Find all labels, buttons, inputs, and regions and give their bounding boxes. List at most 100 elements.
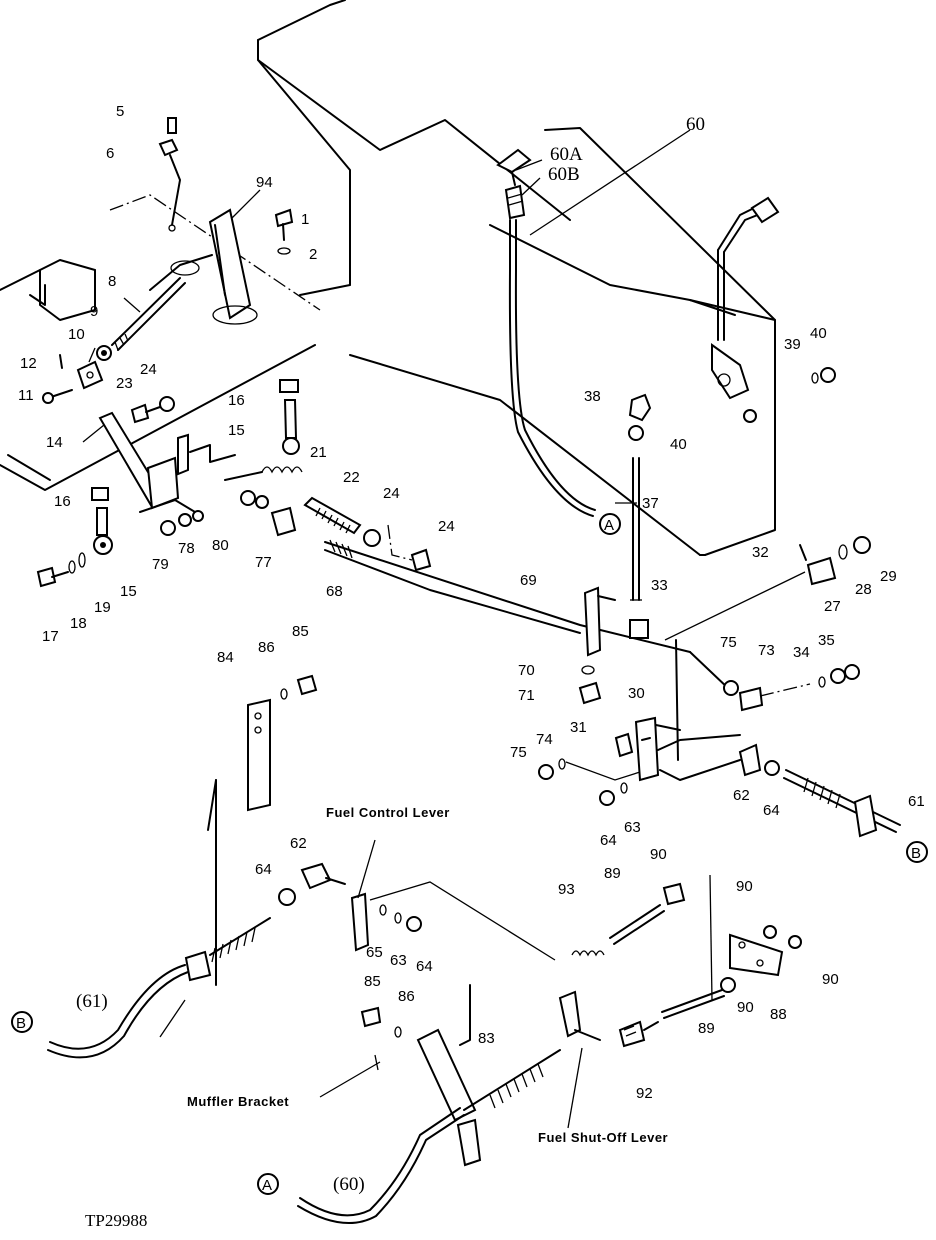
parts-9-10-11-12 [42, 345, 112, 404]
callout-11: 11 [18, 387, 34, 404]
callout-22: 22 [343, 469, 360, 486]
spring-21 [224, 466, 303, 481]
connector-a-lower: A [257, 1173, 279, 1195]
fuel-shutoff-lever [558, 990, 601, 1041]
bracket-dash [387, 524, 413, 561]
callout-60-paren: (60) [333, 1174, 365, 1195]
callout-90b: 90 [736, 878, 753, 895]
callout-30: 30 [628, 685, 645, 702]
callout-24b: 24 [383, 485, 400, 502]
callout-29: 29 [880, 568, 897, 585]
plate-88 [720, 925, 802, 993]
elbow-38 [628, 367, 836, 441]
nut-24-c [410, 548, 432, 572]
callout-77: 77 [255, 554, 272, 571]
callout-73: 73 [758, 642, 775, 659]
rod-68 [324, 539, 731, 691]
connector-a-lower-label: A [262, 1177, 272, 1194]
callout-15a: 15 [228, 422, 245, 439]
callout-65: 65 [366, 944, 383, 961]
bolt-23-nut-24 [130, 396, 175, 424]
callout-8: 8 [108, 273, 116, 290]
rod-37 [629, 457, 649, 639]
callout-18: 18 [70, 615, 87, 632]
callout-75b: 75 [510, 744, 527, 761]
callout-74: 74 [536, 731, 553, 748]
parts-63-74 [538, 758, 641, 806]
callout-89a: 89 [604, 865, 621, 882]
callout-28: 28 [855, 581, 872, 598]
label-fuel-control-lever: Fuel Control Lever [326, 805, 450, 820]
parts-77-80 [160, 490, 297, 537]
cable-60-lower [297, 1049, 561, 1225]
callout-37: 37 [642, 495, 659, 512]
callout-64d: 64 [416, 958, 433, 975]
connector-b-right-label: B [911, 845, 921, 862]
leader-lines [82, 129, 691, 1129]
callout-71: 71 [518, 687, 535, 704]
callout-5: 5 [116, 103, 124, 120]
bolt-1-washer-2 [274, 208, 294, 255]
callout-78: 78 [178, 540, 195, 557]
callout-1: 1 [301, 211, 309, 228]
callout-89b: 89 [698, 1020, 715, 1037]
connector-b-right: B [906, 841, 928, 863]
callout-93: 93 [558, 881, 575, 898]
callout-92: 92 [636, 1085, 653, 1102]
callout-33: 33 [651, 577, 668, 594]
callout-61: 61 [908, 793, 925, 810]
pedal-94 [149, 208, 258, 325]
label-fuel-shutoff-lever: Fuel Shut-Off Lever [538, 1130, 668, 1145]
callout-16a: 16 [228, 392, 245, 409]
shift-lever [711, 196, 780, 423]
callout-19: 19 [94, 599, 111, 616]
text-labels: Fuel Control Lever Muffler Bracket Fuel … [187, 805, 668, 1145]
callout-15b: 15 [120, 583, 137, 600]
connector-a-upper-label: A [604, 517, 614, 534]
callout-64c: 64 [255, 861, 272, 878]
callout-90c: 90 [822, 971, 839, 988]
callout-79: 79 [152, 556, 169, 573]
callouts: 5 6 94 1 2 8 9 10 12 11 23 24 14 16 15 2… [18, 103, 925, 1195]
callout-38: 38 [584, 388, 601, 405]
parts-27-29 [664, 536, 871, 641]
figure-id: TP29988 [85, 1211, 147, 1230]
callout-64a: 64 [763, 802, 780, 819]
connector-a-upper: A [599, 513, 621, 535]
callout-35: 35 [818, 632, 835, 649]
fuel-control-lever [278, 862, 556, 961]
rod-22 [303, 496, 362, 535]
parts-73-75 [659, 664, 860, 781]
callout-62a: 62 [733, 787, 750, 804]
callout-90a: 90 [650, 846, 667, 863]
callout-34: 34 [793, 644, 810, 661]
bracket-83 [360, 984, 482, 1167]
callout-83: 83 [478, 1030, 495, 1047]
callout-40b: 40 [670, 436, 687, 453]
callout-60: 60 [686, 114, 705, 135]
callout-16b: 16 [54, 493, 71, 510]
bracket-84 [207, 674, 318, 986]
machine-body [257, 0, 776, 556]
callout-60A: 60A [550, 144, 583, 165]
rod-89-spring-92 [618, 989, 725, 1048]
bolt-17-18-19 [36, 552, 86, 588]
callout-85b: 85 [364, 973, 381, 990]
callout-75a: 75 [720, 634, 737, 651]
callout-63b: 63 [390, 952, 407, 969]
cable-60-handle [496, 148, 596, 517]
bracket-30 [614, 639, 741, 782]
callout-40a: 40 [810, 325, 827, 342]
callout-9: 9 [90, 303, 98, 320]
rod-8 [111, 277, 186, 351]
nut-24-b [363, 529, 381, 547]
connector-b-left: B [11, 1011, 33, 1033]
callout-32: 32 [752, 544, 769, 561]
callout-62b: 62 [290, 835, 307, 852]
callout-88: 88 [770, 1006, 787, 1023]
callout-2: 2 [309, 246, 317, 263]
rod-end-15-lower [91, 487, 113, 555]
callout-31: 31 [570, 719, 587, 736]
